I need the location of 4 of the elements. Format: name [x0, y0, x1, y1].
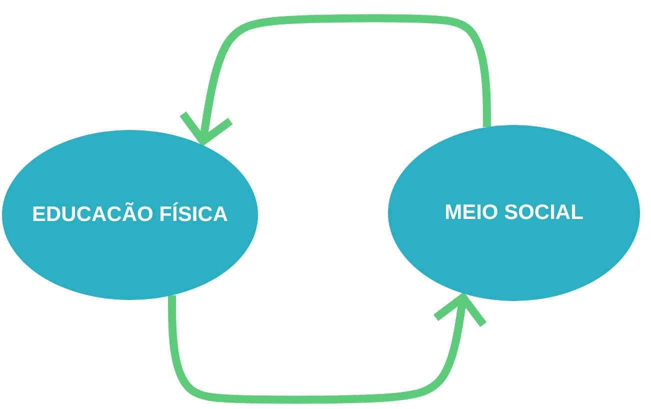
node-label: MEIO SOCIAL	[444, 201, 584, 225]
arrow	[178, 14, 491, 146]
arrow	[168, 293, 488, 404]
node-label: EDUCACÃO FÍSICA	[30, 203, 229, 227]
